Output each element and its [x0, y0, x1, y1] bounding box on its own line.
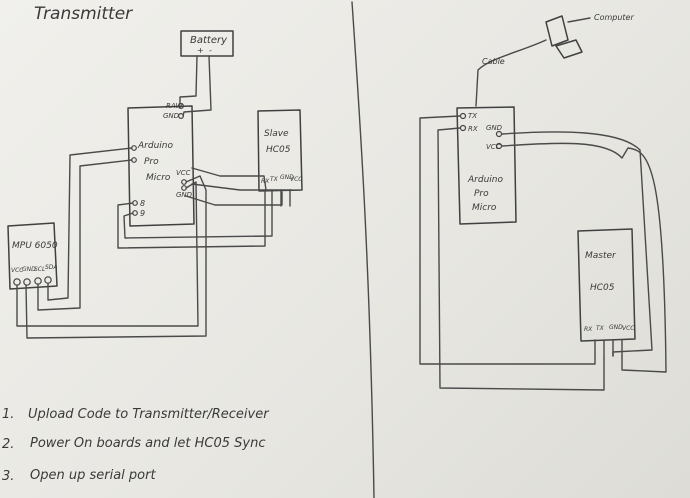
transmitter-wires — [16, 55, 293, 339]
computer-label-leader — [567, 17, 591, 23]
mpu-pin-scl: SCL — [34, 266, 45, 273]
rx-arduino-tx-hole — [459, 112, 467, 120]
battery-minus-label: - — [209, 46, 212, 55]
computer-icon — [545, 15, 569, 47]
tx-arduino-pin9-label: 9 — [140, 209, 145, 218]
mpu-scl-hole — [34, 277, 42, 285]
step-2-text: Power On boards and let HC05 Sync — [30, 436, 265, 451]
mpu-sda-hole — [44, 276, 52, 284]
cable-label: Cable — [482, 57, 505, 66]
master-pin-rx: RX — [584, 326, 593, 333]
tx-arduino-name-1: Arduino — [137, 141, 173, 151]
tx-arduino-vcc-label: VCC — [176, 169, 191, 177]
battery-box — [180, 30, 234, 57]
tx-arduino-pin-gnd-top: GND — [163, 112, 180, 120]
master-pin-vcc: VCC — [622, 325, 635, 332]
master-name-2: HC05 — [590, 283, 615, 293]
slave-name-1: Slave — [264, 129, 289, 139]
battery-label: Battery — [190, 35, 228, 46]
tx-arduino-gnd-label: GND — [176, 191, 193, 199]
rx-arduino-pin-gnd: GND — [486, 124, 503, 132]
rx-arduino-gnd-hole — [495, 130, 503, 138]
mpu-gnd-hole — [23, 278, 31, 286]
slave-header-pins — [264, 189, 291, 209]
transmitter-arduino-box — [127, 105, 195, 227]
transmitter-title: Transmitter — [34, 4, 133, 24]
rx-arduino-name-1: Arduino — [467, 175, 503, 185]
master-header-pins — [594, 339, 623, 359]
rx-arduino-name-3: Micro — [472, 203, 497, 213]
mpu-pin-gnd: GND — [22, 266, 36, 273]
step-2-number: 2. — [2, 437, 14, 452]
slave-pin-gnd: GND — [280, 174, 294, 181]
master-pin-tx: TX — [596, 325, 605, 332]
slave-name-2: HC05 — [266, 145, 291, 155]
master-pin-gnd: GND — [609, 324, 623, 331]
step-3-number: 3. — [2, 469, 14, 484]
tx-arduino-pin8-label: 8 — [140, 199, 145, 208]
rx-arduino-pin-vcc: VCC — [486, 143, 501, 151]
rx-arduino-pin-tx: TX — [468, 112, 477, 120]
usb-cable — [475, 39, 547, 107]
mpu-pin-vcc: VCC — [11, 267, 24, 274]
battery-plus-label: + — [197, 46, 204, 55]
rx-arduino-name-2: Pro — [474, 189, 489, 199]
step-1-number: 1. — [2, 407, 14, 422]
slave-pin-tx: TX — [270, 176, 279, 183]
tx-arduino-raw-hole — [178, 102, 185, 109]
step-1-text: Upload Code to Transmitter/Receiver — [28, 407, 270, 422]
slave-pin-rx: RX — [261, 178, 270, 185]
master-hc05-box — [577, 228, 636, 342]
mpu-pin-sda: SDA — [45, 264, 58, 271]
mpu-vcc-hole — [13, 278, 21, 286]
rx-arduino-rx-hole — [459, 124, 467, 132]
computer-label: Computer — [594, 13, 634, 22]
master-name-1: Master — [585, 251, 617, 261]
tx-arduino-name-2: Pro — [144, 157, 159, 167]
mpu6050-box — [7, 222, 58, 290]
slave-pin-vcc: VCC — [290, 176, 303, 183]
receiver-wires — [419, 115, 667, 391]
step-3-text: Open up serial port — [30, 468, 156, 483]
tx-arduino-pin-raw: RAW — [166, 102, 184, 110]
mpu-name: MPU 6050 — [12, 241, 58, 251]
tx-arduino-name-3: Micro — [146, 173, 171, 183]
slave-hc05-box — [257, 109, 303, 192]
computer-keyboard-icon — [555, 39, 583, 59]
page-divider — [351, 1, 375, 498]
receiver-arduino-box — [456, 106, 517, 225]
rx-arduino-pin-rx: RX — [468, 125, 478, 133]
